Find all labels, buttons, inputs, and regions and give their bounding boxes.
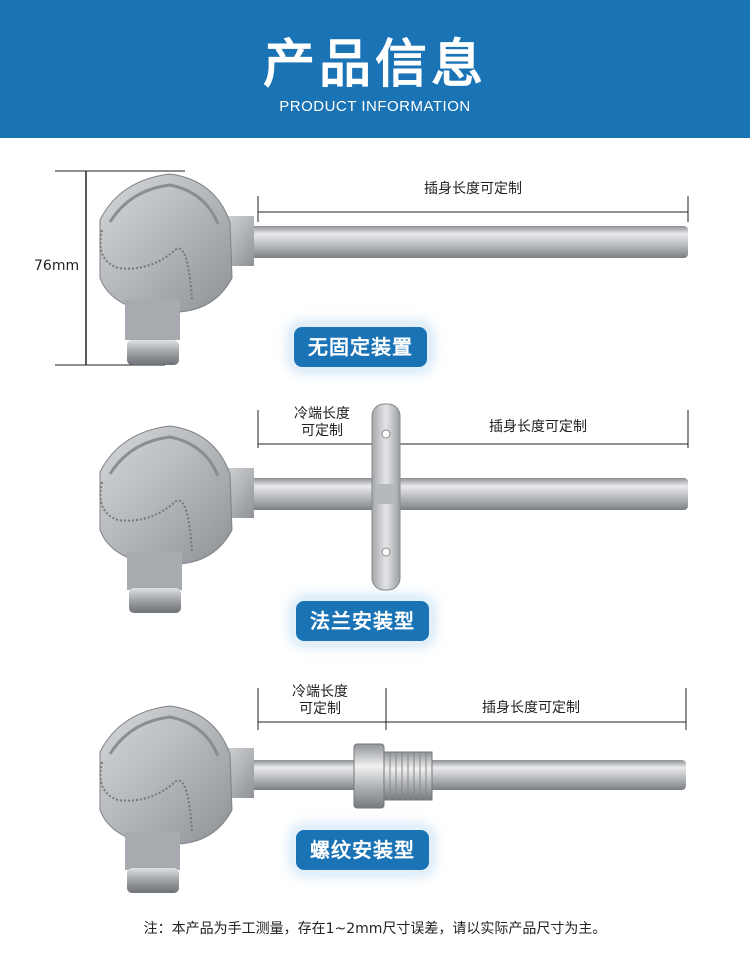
probe-rod (240, 760, 686, 790)
probe-rod (240, 478, 688, 510)
product-no-fixing: 76mm 插身长度可定制 无固定装置 (0, 160, 750, 380)
type-label-flange: 法兰安装型 (296, 601, 429, 641)
cold-end-label-line2: 可定制 (299, 701, 341, 717)
junction-box-housing (99, 425, 254, 613)
cold-end-label-line2: 可定制 (301, 423, 343, 439)
measurement-footnote: 注：本产品为手工测量，存在1~2mm尺寸误差，请以实际产品尺寸为主。 (143, 921, 607, 937)
cable-gland-nut (127, 340, 179, 365)
junction-box-housing (99, 173, 254, 365)
probe-rod (240, 226, 688, 258)
insert-length-label: 插身长度可定制 (482, 700, 580, 716)
product-thread-mount: 冷端长度 可定制 插身长度可定制 螺纹安装型 (0, 680, 750, 900)
cold-end-label-line1: 冷端长度 (294, 406, 350, 422)
threaded-fitting (353, 743, 433, 809)
product-thread-mount-drawing (99, 688, 687, 893)
header-banner: 产品信息 PRODUCT INFORMATION (0, 0, 750, 138)
page-title: 产品信息 (262, 35, 487, 95)
page-subtitle: PRODUCT INFORMATION (279, 98, 471, 115)
product-flange-mount-drawing (99, 403, 689, 613)
cold-end-length-label: 冷端长度 可定制 (272, 406, 372, 440)
product-flange-mount: 冷端长度 可定制 插身长度可定制 法兰安装型 (0, 400, 750, 650)
insert-length-label: 插身长度可定制 (489, 419, 587, 435)
product-no-fixing-drawing (55, 170, 689, 366)
cold-end-length-label: 冷端长度 可定制 (270, 684, 370, 718)
type-label-no-fixing: 无固定装置 (294, 327, 427, 367)
cold-end-label-line1: 冷端长度 (292, 684, 348, 700)
cable-gland-nut (129, 588, 181, 613)
height-dimension-label: 76mm (34, 258, 80, 274)
cable-gland-nut (127, 868, 179, 893)
type-label-thread: 螺纹安装型 (296, 830, 429, 870)
junction-box-housing (99, 705, 254, 893)
insert-length-label: 插身长度可定制 (424, 181, 522, 197)
